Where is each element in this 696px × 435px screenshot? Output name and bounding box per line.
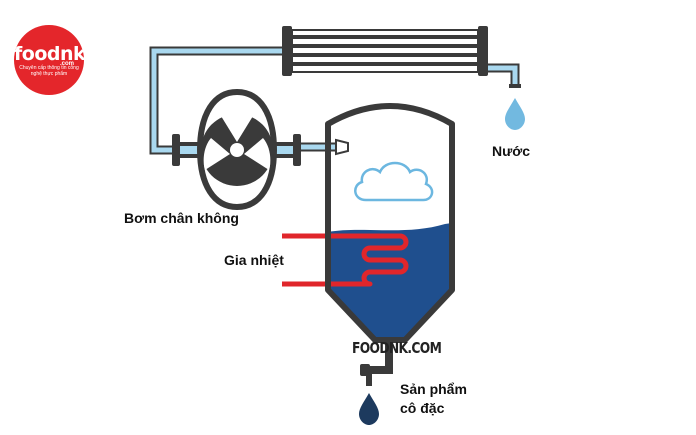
logo-text: foodnk bbox=[14, 43, 86, 65]
vacuum-pump-icon bbox=[172, 88, 301, 211]
pipe-condenser-to-pump bbox=[149, 46, 282, 155]
label-product-line2: cô đặc bbox=[400, 400, 445, 416]
label-vacuum-pump: Bơm chân không bbox=[124, 210, 239, 226]
label-product-line1: Sản phẩm bbox=[400, 381, 467, 397]
product-drop-icon bbox=[359, 393, 379, 425]
label-water: Nước bbox=[492, 143, 530, 159]
foodnk-logo: foodnk .com Chuyên cấp thông tin công ng… bbox=[14, 25, 86, 95]
label-product: Sản phẩm cô đặc bbox=[400, 380, 510, 418]
pipe-water-outlet bbox=[488, 63, 521, 88]
steam-cloud-icon bbox=[354, 161, 434, 202]
water-drop-icon bbox=[505, 98, 525, 130]
product-outlet-valve bbox=[360, 340, 393, 386]
label-heating: Gia nhiệt bbox=[224, 252, 284, 268]
logo-tagline: Chuyên cấp thông tin công nghệ thực phẩm bbox=[19, 65, 79, 77]
evaporator-vessel bbox=[325, 103, 455, 343]
heating-coil bbox=[282, 233, 409, 287]
condenser bbox=[282, 26, 488, 76]
liquid-concentrate bbox=[328, 223, 452, 340]
logo-domain: .com bbox=[59, 61, 74, 67]
watermark-text: FOODNK.COM bbox=[352, 339, 442, 357]
